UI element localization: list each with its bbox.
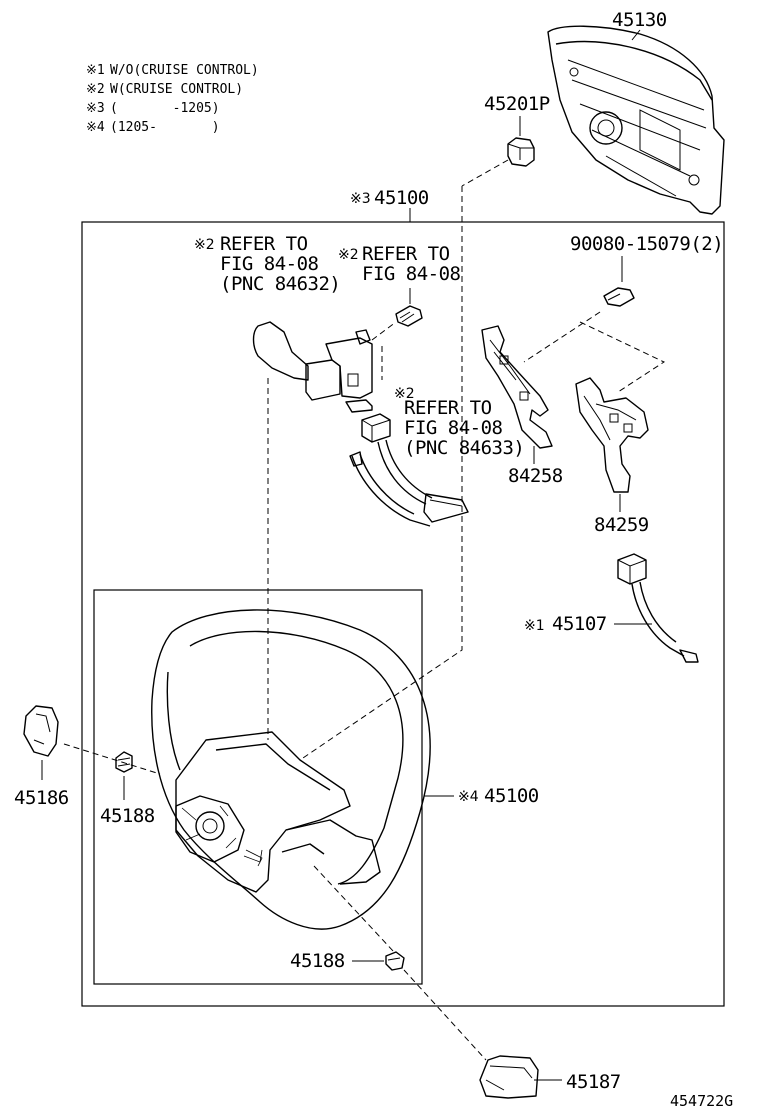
ref1-line1: REFER TO (220, 233, 308, 255)
ref2-mark: ※2 (338, 247, 359, 263)
note-1-text: W/O(CRUISE CONTROL) (110, 63, 259, 78)
cover-45186-drawing (23, 705, 59, 757)
dash-bolt-to-84259 (579, 321, 666, 393)
assembly-box-45100-early (81, 221, 725, 1007)
screw-drawing (395, 305, 423, 327)
dash-bolt-to-84258 (523, 311, 601, 363)
part-label-45188-bottom: 45188 (290, 950, 345, 972)
part-label-45188-left: 45188 (100, 805, 155, 827)
ref2-line1: REFER TO (362, 243, 450, 265)
ref1-mark: ※2 (194, 237, 215, 253)
note-3-mark: ※3 (86, 101, 105, 116)
ref3-line3: (PNC 84633) (404, 437, 524, 459)
note-1-mark: ※1 (86, 63, 105, 78)
note-3-text: ( -1205) (110, 101, 220, 116)
dash-wheel-to-screw (313, 865, 395, 953)
part-mark-45100-top: ※3 (350, 191, 371, 207)
screw-45188-bottom-drawing (385, 951, 405, 971)
part-label-84258: 84258 (508, 465, 563, 487)
switch-lever-drawing (252, 321, 397, 413)
note-2-mark: ※2 (86, 82, 105, 97)
part-label-45100-wheel: 45100 (484, 785, 539, 807)
part-mark-45100-wheel: ※4 (458, 789, 479, 805)
part-label-45187: 45187 (566, 1071, 621, 1093)
part-label-45130: 45130 (612, 9, 667, 31)
assembly-box-45100-late (93, 589, 423, 985)
notes-legend: ※1 W/O(CRUISE CONTROL) ※2 W(CRUISE CONTR… (86, 63, 259, 135)
wire-harness-drawing (349, 413, 469, 527)
note-4-text: (1205- ) (110, 120, 220, 135)
wire-45107-drawing (617, 553, 699, 663)
note-2-text: W(CRUISE CONTROL) (110, 82, 243, 97)
bracket-84259-drawing (575, 377, 649, 493)
part-label-45186: 45186 (14, 787, 69, 809)
nut-45201p-drawing (507, 137, 535, 167)
screw-45188-left-drawing (115, 751, 133, 773)
part-label-84259: 84259 (594, 514, 649, 536)
ref2-line2: FIG 84-08 (362, 263, 461, 285)
cover-45187-drawing (479, 1055, 539, 1099)
part-mark-45107: ※1 (524, 618, 545, 634)
part-label-45107: 45107 (552, 613, 607, 635)
ref3-line2: FIG 84-08 (404, 417, 503, 439)
ref3-line1: REFER TO (404, 397, 492, 419)
bracket-84258-drawing (481, 325, 553, 449)
part-label-90080: 90080-15079(2) (570, 233, 723, 255)
airbag-assembly-drawing (547, 25, 725, 215)
steering-wheel-drawing (151, 609, 431, 930)
ref1-line3: (PNC 84632) (220, 273, 340, 295)
bolt-90080-drawing (603, 287, 635, 307)
dash-screw-to-45187 (403, 969, 487, 1061)
dash-45186-to-wheel (63, 743, 161, 775)
dash-45201p-to-box (461, 159, 509, 187)
leader-45130 (631, 29, 641, 41)
ref1-line2: FIG 84-08 (220, 253, 319, 275)
diagram-id: 454722G (670, 1092, 733, 1110)
ref3-mark: ※2 (394, 386, 415, 402)
note-4-mark: ※4 (86, 120, 105, 135)
part-label-45201p: 45201P (484, 93, 550, 115)
dash-nut-to-wheel (299, 186, 463, 761)
part-label-45100-top: 45100 (374, 187, 429, 209)
